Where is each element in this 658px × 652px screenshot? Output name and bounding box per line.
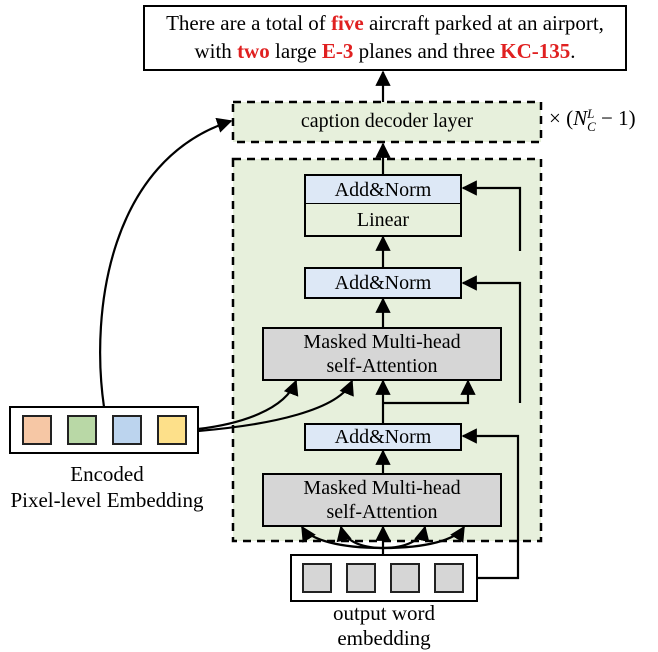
linear-block: Linear bbox=[304, 203, 462, 237]
output-token-3 bbox=[390, 563, 420, 593]
output-token-1 bbox=[302, 563, 332, 593]
highlight-e3: E-3 bbox=[321, 39, 354, 63]
output-token-4 bbox=[434, 563, 464, 593]
masked-attention-block-lower: Masked Multi-head self-Attention bbox=[262, 473, 502, 527]
output-label-line-1: output word bbox=[332, 601, 436, 625]
addnorm-block-mid: Add&Norm bbox=[304, 267, 462, 299]
addnorm-block-low: Add&Norm bbox=[304, 423, 462, 451]
encoder-to-decoder-layer bbox=[99, 117, 233, 408]
masked-attention-block-upper: Masked Multi-head self-Attention bbox=[262, 327, 502, 381]
highlight-kc135: KC-135 bbox=[500, 39, 571, 63]
residual-mid bbox=[461, 275, 522, 403]
caption-line-1: There are a total of five aircraft parke… bbox=[166, 11, 604, 35]
caption-line-2: with two large E-3 planes and three KC-1… bbox=[194, 39, 576, 63]
encoder-label-line-1: Encoded bbox=[70, 462, 144, 486]
encoder-to-crossattn-q bbox=[197, 379, 354, 433]
output-label-line-2: embedding bbox=[337, 626, 431, 650]
output-token-2 bbox=[346, 563, 376, 593]
encoder-token-1 bbox=[22, 415, 52, 445]
highlight-two: two bbox=[237, 39, 270, 63]
addnorm-block-top: Add&Norm bbox=[304, 174, 462, 204]
branch-to-crossattn bbox=[383, 379, 476, 405]
encoder-token-3 bbox=[112, 415, 142, 445]
encoder-label-line-2: Pixel-level Embedding bbox=[10, 488, 204, 512]
encoder-token-4 bbox=[157, 415, 187, 445]
encoder-token-2 bbox=[67, 415, 97, 445]
fan-mid-left bbox=[336, 525, 384, 550]
highlight-five: five bbox=[331, 11, 364, 35]
encoder-to-crossattn-k bbox=[197, 379, 299, 431]
decoder-layer-label: caption decoder layer bbox=[300, 110, 474, 132]
residual-top bbox=[461, 180, 522, 251]
residual-low bbox=[461, 428, 520, 580]
fan-right bbox=[382, 525, 465, 550]
caption-box bbox=[143, 5, 627, 71]
decoder-layer-box bbox=[231, 100, 543, 144]
